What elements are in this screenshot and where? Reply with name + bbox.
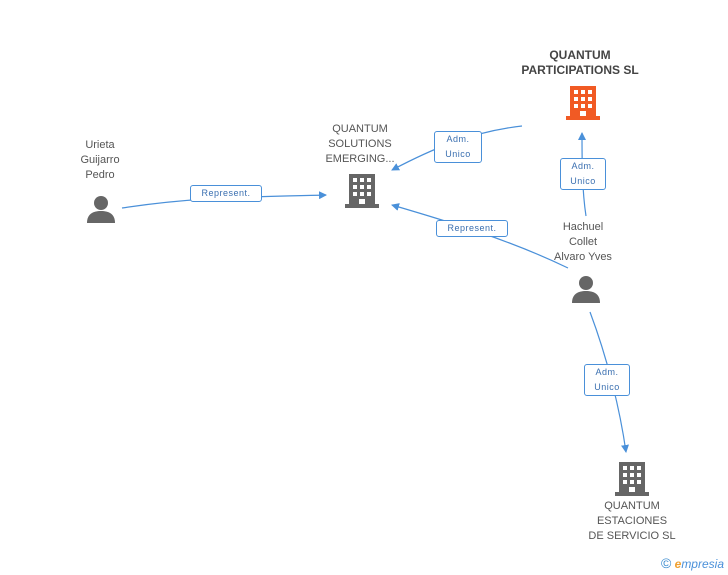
node-label-quantum-estaciones[interactable]: QUANTUM ESTACIONES DE SERVICIO SL (572, 499, 692, 544)
node-label-urieta[interactable]: Urieta Guijarro Pedro (60, 138, 140, 183)
node-label-hachuel[interactable]: Hachuel Collet Alvaro Yves (533, 220, 633, 265)
node-label-line: EMERGING... (325, 153, 395, 165)
node-label-line: PARTICIPATIONS SL (521, 63, 639, 77)
edge-label-urieta-to-solutions[interactable]: Represent. (190, 185, 262, 202)
edge-label-hachuel-to-solutions[interactable]: Represent. (436, 220, 508, 237)
node-label-line: QUANTUM (604, 500, 660, 512)
edge-label-hachuel-to-estaciones[interactable]: Adm. Unico (584, 364, 630, 396)
node-label-line: DE SERVICIO SL (588, 530, 676, 542)
node-label-quantum-solutions[interactable]: QUANTUM SOLUTIONS EMERGING... (300, 122, 420, 167)
edge-label-hachuel-to-participations[interactable]: Adm. Unico (560, 158, 606, 190)
brand-name: mpresia (681, 557, 724, 571)
edge-label-text: Adm. (446, 134, 470, 144)
person-icon[interactable] (86, 194, 116, 224)
edge-label-text: Adm. (595, 367, 619, 377)
edge-label-text: Adm. (571, 161, 595, 171)
building-icon[interactable] (615, 460, 649, 496)
building-icon[interactable] (345, 172, 379, 208)
edge-label-text: Represent. (201, 188, 251, 198)
copyright-icon: © (660, 555, 672, 571)
node-label-line: Collet (568, 236, 598, 248)
node-label-line: QUANTUM (332, 123, 388, 135)
empresia-brand: © empresia (661, 555, 724, 571)
edge-label-text: Unico (594, 382, 620, 392)
node-label-line: Alvaro Yves (554, 251, 612, 263)
building-icon[interactable] (566, 84, 600, 120)
node-label-line: ESTACIONES (596, 515, 668, 527)
edge-label-text: Unico (570, 176, 596, 186)
node-label-line: Urieta (85, 139, 115, 151)
node-label-line: QUANTUM (549, 48, 611, 62)
node-label-line: SOLUTIONS (328, 138, 392, 150)
node-label-quantum-participations[interactable]: QUANTUM PARTICIPATIONS SL (500, 48, 660, 78)
node-label-line: Hachuel (562, 221, 604, 233)
node-label-line: Pedro (85, 169, 115, 181)
brand-initial: e (674, 557, 682, 571)
edge-label-text: Unico (445, 149, 471, 159)
person-icon[interactable] (571, 274, 601, 304)
edge-label-participations-to-solutions[interactable]: Adm. Unico (434, 131, 482, 163)
node-label-line: Guijarro (80, 154, 120, 166)
edge-label-text: Represent. (447, 223, 497, 233)
